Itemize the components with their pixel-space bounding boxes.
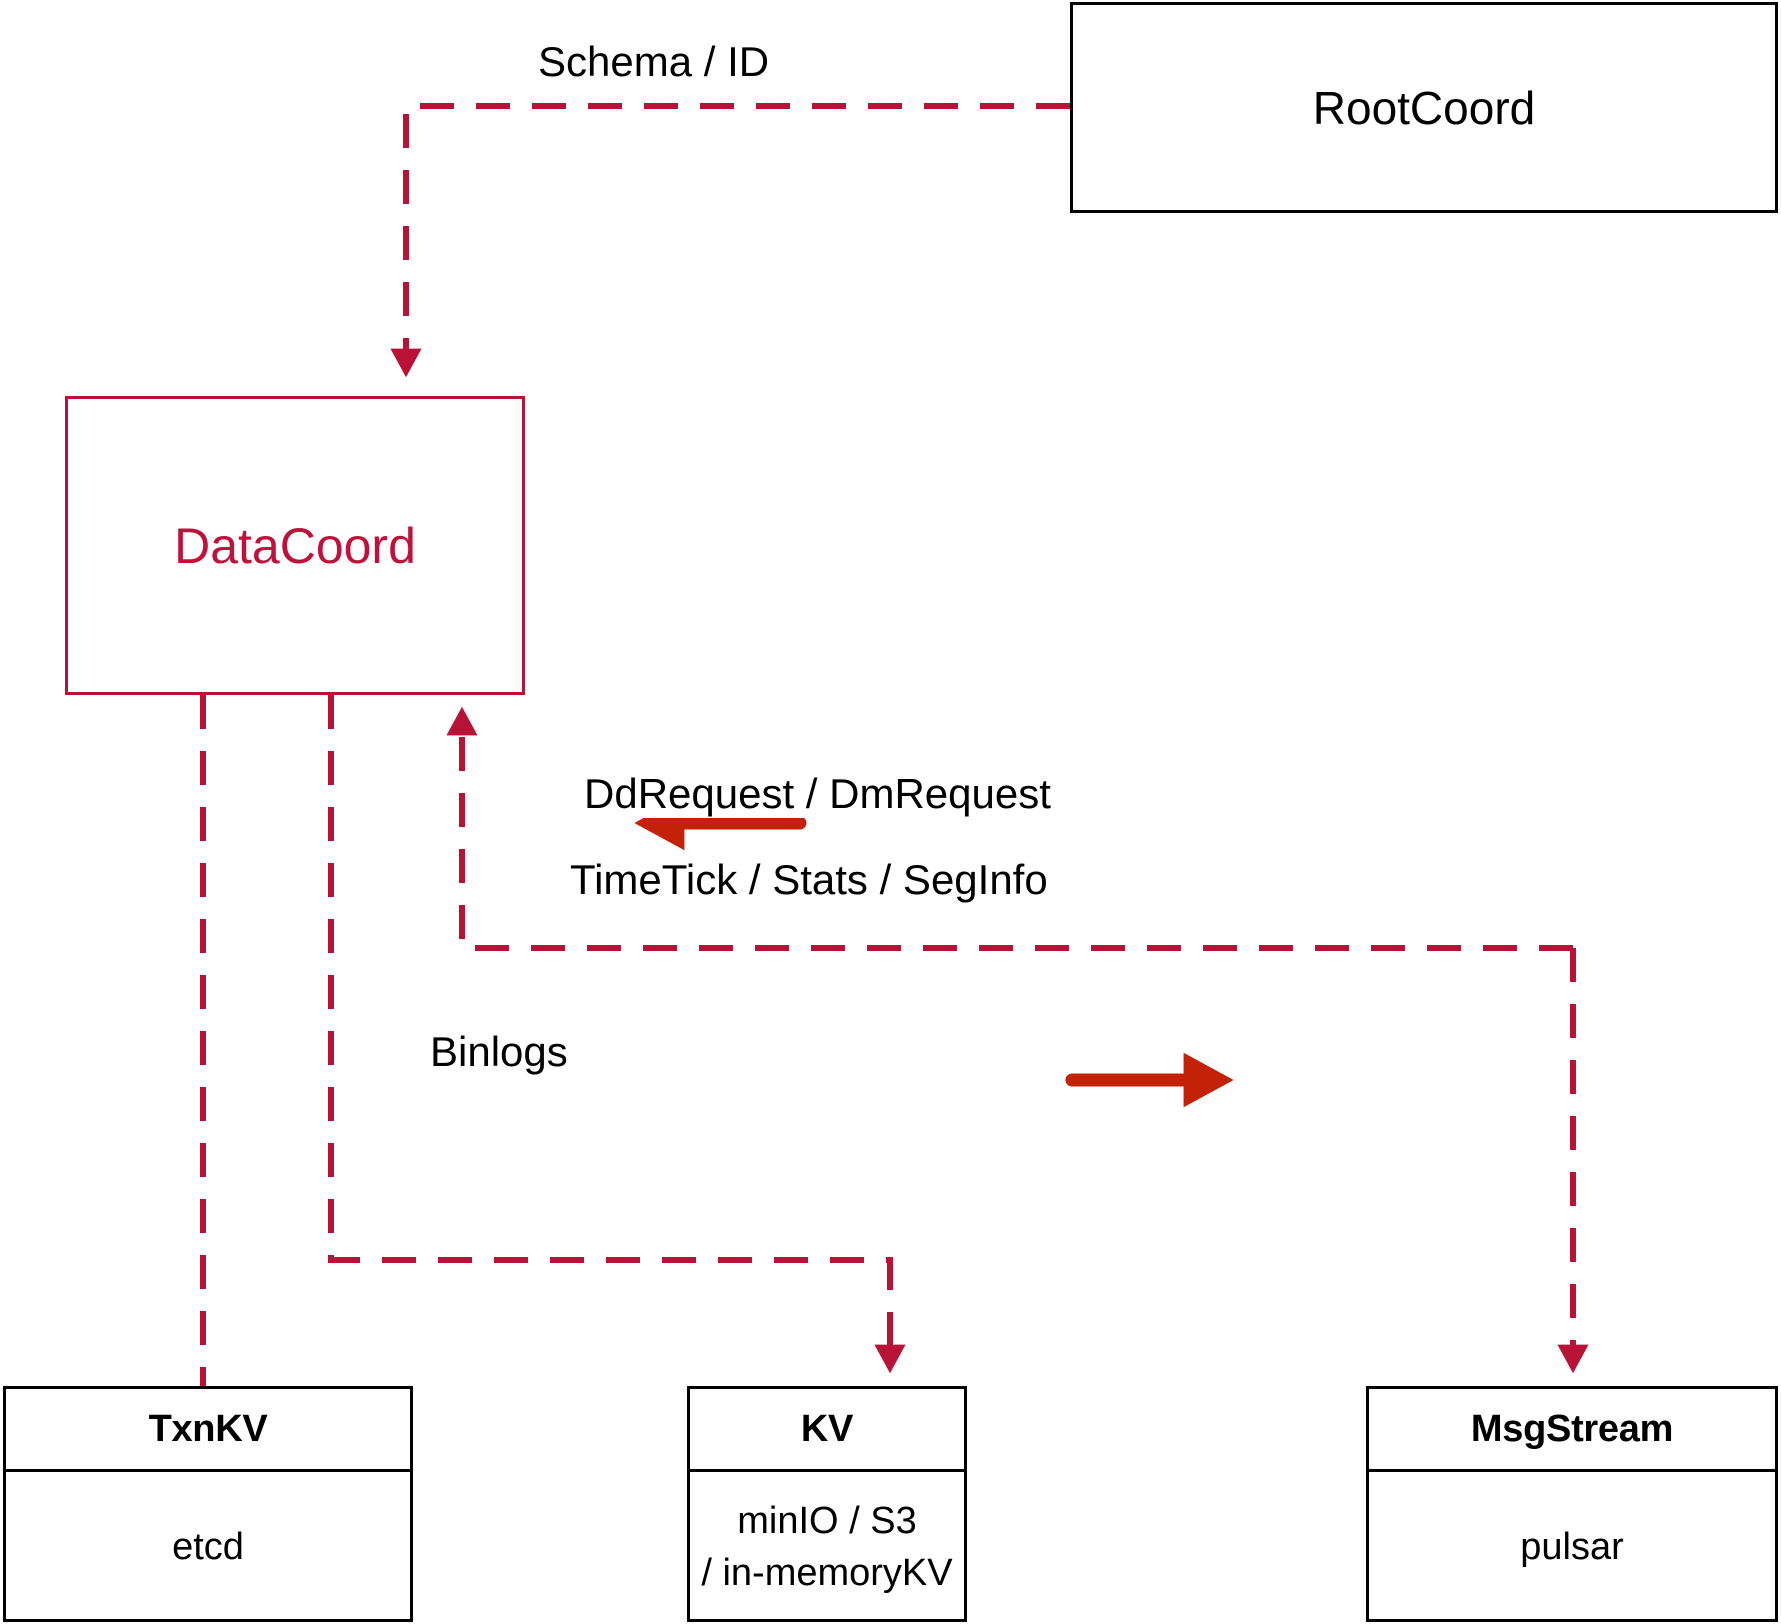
node-rootcoord-label: RootCoord: [1312, 81, 1536, 134]
edge-rootcoord-to-datacoord: [390, 103, 1070, 378]
node-msgstream-label: MsgStream: [1470, 1407, 1674, 1450]
node-datacoord[interactable]: DataCoord: [65, 396, 525, 695]
node-txnkv[interactable]: TxnKV etcd: [3, 1386, 413, 1622]
node-kv-impl-line2: / in-memoryKV: [701, 1552, 953, 1594]
edge-label-binlogs: Binlogs: [424, 1028, 574, 1076]
node-kv-impl-line1: minIO / S3: [737, 1499, 917, 1542]
edge-label-schema-id: Schema / ID: [532, 38, 776, 86]
edge-label-ddrequest-dmrequest: DdRequest / DmRequest: [578, 770, 1057, 818]
node-kv-label: KV: [800, 1407, 854, 1450]
node-txnkv-body: etcd: [6, 1469, 410, 1622]
edge-datacoord-to-kv: [328, 695, 906, 1374]
edge-msgstream-to-datacoord: [446, 706, 1573, 951]
node-kv-body: minIO / S3 / in-memoryKV: [690, 1469, 964, 1622]
node-kv[interactable]: KV minIO / S3 / in-memoryKV: [687, 1386, 967, 1622]
edge-label-timetick-stats-seginfo: TimeTick / Stats / SegInfo: [564, 856, 1054, 904]
node-datacoord-label: DataCoord: [174, 517, 416, 574]
node-msgstream[interactable]: MsgStream pulsar: [1366, 1386, 1778, 1622]
node-msgstream-impl: pulsar: [1520, 1525, 1624, 1568]
node-rootcoord[interactable]: RootCoord: [1070, 2, 1778, 213]
node-msgstream-body: pulsar: [1369, 1469, 1775, 1622]
node-txnkv-impl: etcd: [172, 1525, 244, 1568]
node-txnkv-label: TxnKV: [148, 1407, 268, 1450]
